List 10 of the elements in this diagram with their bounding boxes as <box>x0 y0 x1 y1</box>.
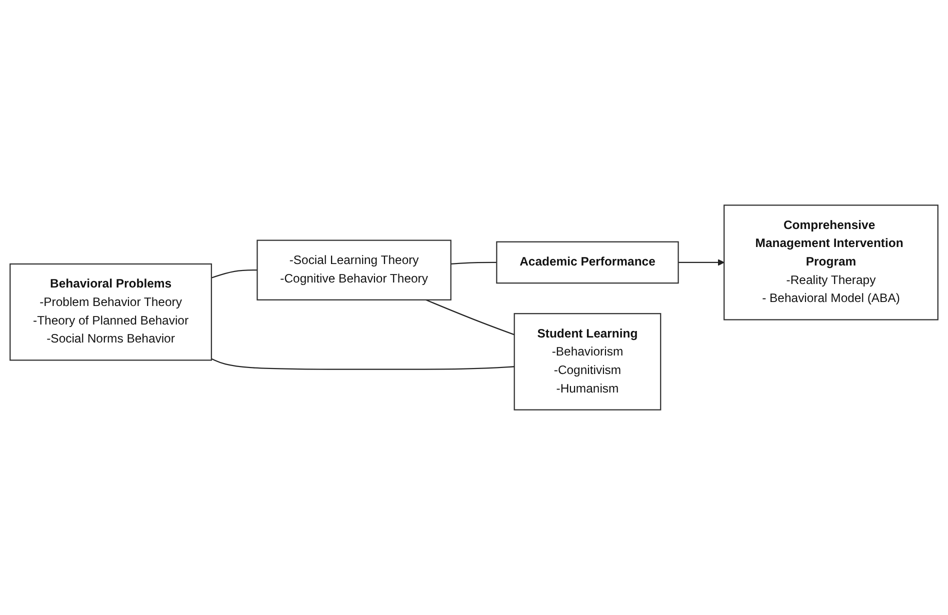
node-box: Academic Performance <box>496 241 679 284</box>
node-box: Comprehensive Management Intervention Program -Reality Therapy - Behavioral Model (ABA) <box>724 204 938 320</box>
node-box: -Social Learning Theory -Cognitive Behavior Theory <box>256 240 452 300</box>
connector <box>211 358 514 370</box>
node-box: Student Learning -Behaviorism -Cognitivism -Humanism <box>514 313 662 410</box>
connector <box>211 270 258 278</box>
node-box: Behavioral Problems -Problem Behavior Theory -Theory of Planned Behavior -Social Norms Behavior <box>10 263 212 361</box>
arrow <box>678 259 724 266</box>
connector <box>450 262 497 264</box>
connector <box>426 299 515 336</box>
